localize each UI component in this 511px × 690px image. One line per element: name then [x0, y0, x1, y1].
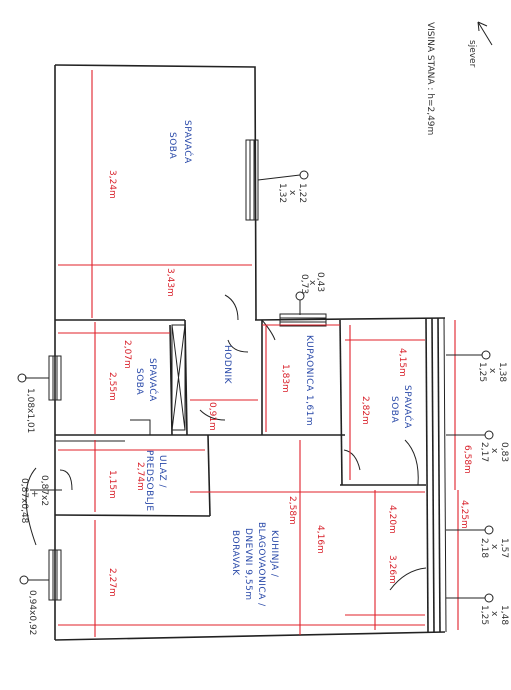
svg-text:x: x	[287, 190, 297, 196]
room-bathroom: KUPAONICA 1,61m	[304, 335, 314, 426]
room-kitchen-line2: BLAGOVAONICA /	[256, 522, 266, 607]
window-label-bath: 0,43 x 0,73	[295, 272, 325, 301]
window-label-right-bottom: 1,48 x 1,25	[479, 593, 509, 625]
dim-right-room-w: 4,15m	[397, 348, 407, 377]
room-bedroom-top-line2: SOBA	[167, 132, 177, 159]
dim-bath-h: 1,83m	[280, 364, 290, 393]
door-arcs	[59, 294, 427, 591]
north-arrow-icon	[477, 21, 493, 46]
room-entrance-line2: PREDSOBLJE	[144, 450, 154, 512]
svg-text:1,08x1,01: 1,08x1,01	[25, 388, 35, 433]
svg-text:1,32: 1,32	[277, 183, 287, 203]
dim-hallway-w: 0,91m	[207, 402, 217, 431]
svg-text:x: x	[487, 368, 497, 374]
window-bath	[279, 313, 327, 327]
room-kitchen-line1: KUHINJA /	[269, 530, 279, 578]
window-left-bottom	[48, 549, 62, 601]
svg-text:0,73: 0,73	[299, 274, 309, 294]
svg-text:2,18: 2,18	[479, 538, 489, 558]
window-label-right-top: 1,38 x 1,25	[477, 350, 507, 382]
svg-text:0,87x0,48: 0,87x0,48	[19, 478, 29, 524]
room-hallway: HODNIK	[222, 345, 232, 385]
dim-top-room-height: 3,24m	[107, 170, 117, 199]
svg-text:1,48: 1,48	[499, 605, 509, 625]
svg-text:x: x	[489, 611, 499, 617]
room-bedroom-right-line1: SPAVAĆA	[402, 385, 414, 429]
svg-text:1,25: 1,25	[477, 362, 487, 382]
svg-text:2,17: 2,17	[479, 442, 489, 462]
svg-text:0,87x2: 0,87x2	[39, 475, 49, 506]
dim-kitchen-total: 4,16m	[315, 525, 325, 554]
dim-right-room-total: 6,58m	[462, 445, 472, 474]
dim-entrance-h: 1,15m	[107, 470, 117, 499]
svg-text:1,57: 1,57	[499, 538, 509, 558]
dim-kitchen-bottom: 3,26m	[387, 555, 397, 584]
dimension-lines	[58, 70, 459, 637]
window-label-right-low: 1,57 x 2,18	[479, 525, 509, 558]
window-label-left-small: 1,08x1,01	[17, 373, 35, 433]
ceiling-height-note: VISINA STANA : h=2,49m	[425, 22, 435, 135]
closet-crossed-box	[171, 324, 186, 431]
dim-entrance-w: 2,74m	[135, 462, 145, 491]
window-label-top-room: 1,22 x 1,32	[277, 170, 309, 203]
svg-text:0,83: 0,83	[499, 442, 509, 462]
dim-kitchen-w: 2,58m	[287, 496, 297, 525]
window-label-left-bottom: 0,94x0,92	[19, 575, 37, 635]
svg-text:x: x	[489, 544, 499, 550]
svg-text:1,38: 1,38	[497, 362, 507, 382]
svg-text:+: +	[29, 490, 39, 498]
svg-text:0,94x0,92: 0,94x0,92	[27, 590, 37, 635]
leader-lines	[25, 174, 485, 599]
room-kitchen-line4: BORAVAK	[230, 530, 240, 576]
window-label-right-mid: 0,83 x 2,17	[479, 430, 509, 462]
svg-text:x: x	[489, 448, 499, 454]
dim-small-room-w: 2,07m	[122, 340, 132, 369]
room-bedroom-small-line1: SPAVAĆA	[147, 358, 159, 402]
window-label-left-door: 0,87x2 + 0,87x0,48	[19, 467, 49, 546]
dim-top-room-width: 3,43m	[165, 268, 175, 297]
north-label: sjever	[467, 40, 477, 68]
room-bedroom-top-line1: SPAVAĆA	[182, 120, 194, 164]
dim-left-bottom: 2,27m	[107, 568, 117, 597]
svg-text:x: x	[307, 280, 317, 286]
room-bedroom-small-line2: SOBA	[134, 368, 144, 395]
svg-text:1,22: 1,22	[297, 183, 307, 203]
room-entrance-line1: ULAZ /	[157, 455, 167, 488]
svg-text:0,43: 0,43	[315, 272, 325, 292]
dim-right-room-h: 2,82m	[360, 396, 370, 425]
dim-small-room-w2: 2,55m	[107, 372, 117, 401]
dim-right-side: 4,25m	[459, 500, 469, 529]
outer-walls	[54, 64, 447, 641]
svg-text:1,25: 1,25	[479, 605, 489, 625]
room-kitchen-line3: DNEVNI 9,55m	[243, 528, 253, 601]
room-bedroom-right-line2: SOBA	[389, 396, 399, 423]
dim-kitchen-h: 4,20m	[387, 505, 397, 534]
